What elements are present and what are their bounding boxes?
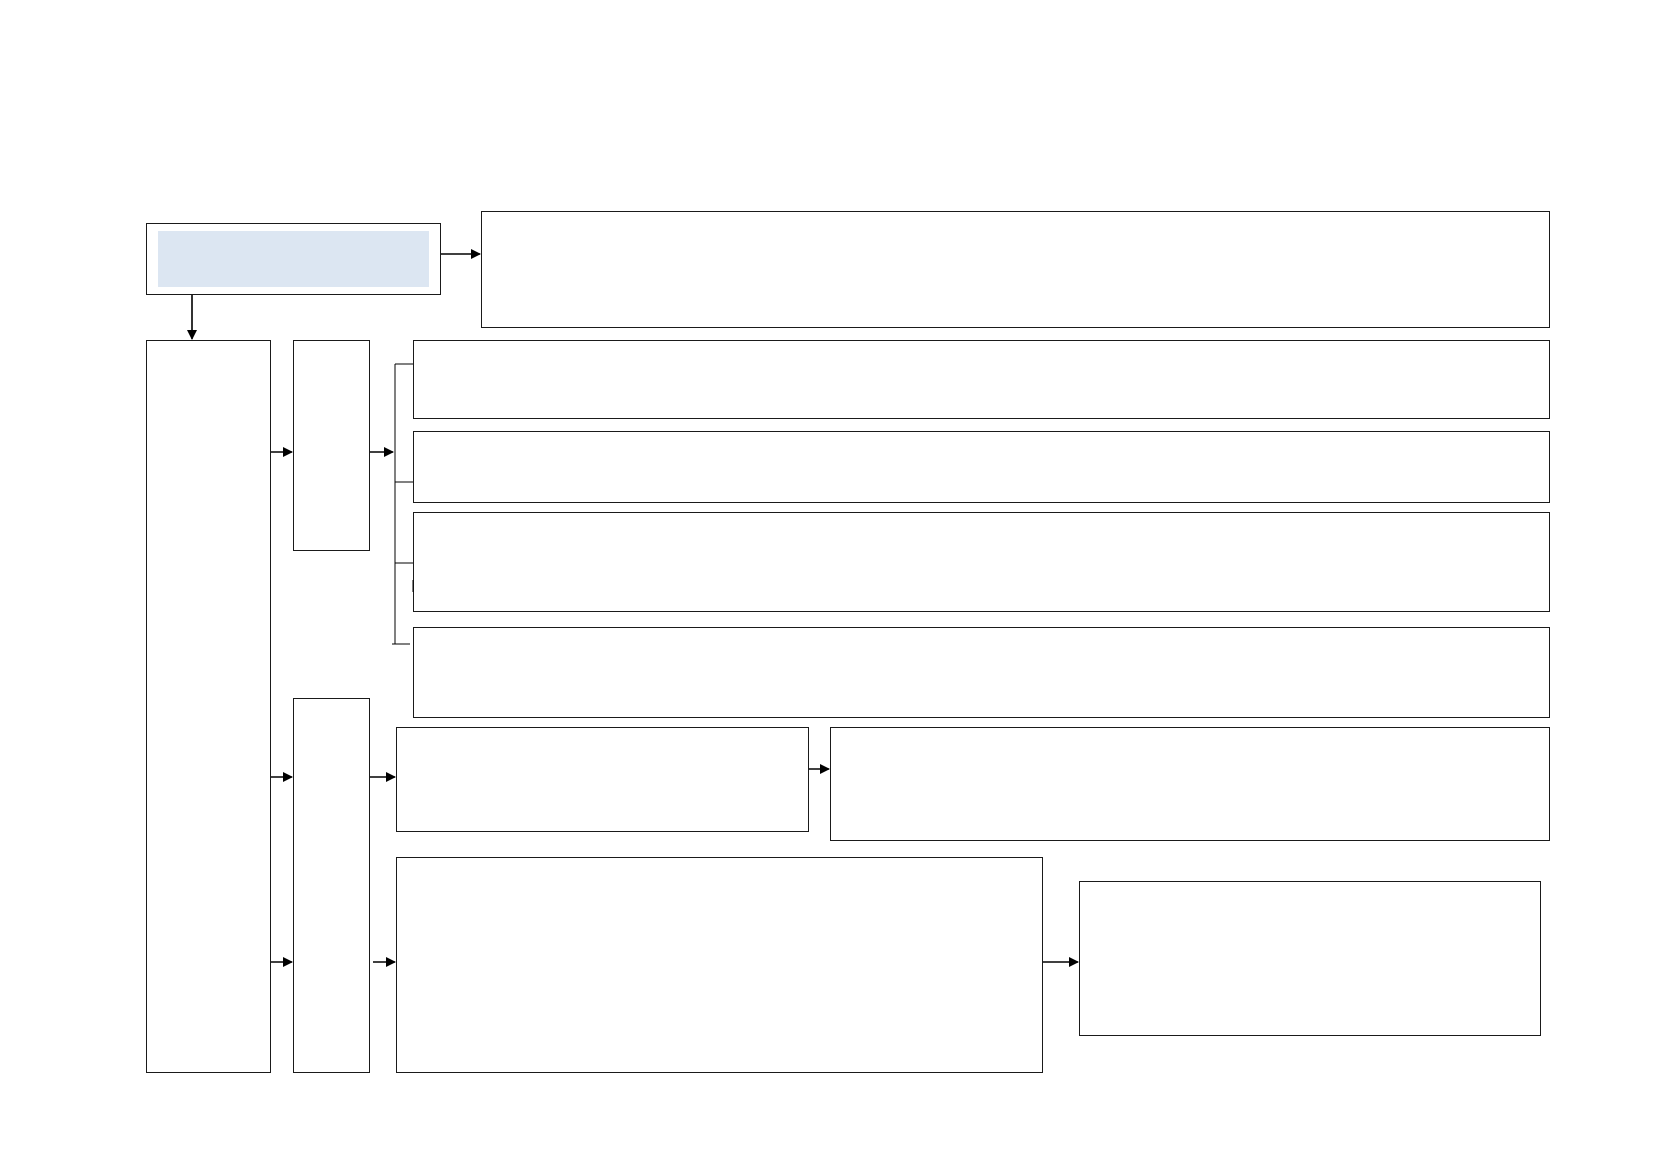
root-node xyxy=(146,223,441,295)
mid-right-box xyxy=(830,727,1550,841)
detail-box-2 xyxy=(413,431,1550,503)
detail-bracket xyxy=(392,363,414,645)
branch-upper-box xyxy=(293,340,370,551)
detail-box-1 xyxy=(413,340,1550,419)
root-node-fill xyxy=(158,231,429,287)
bottom-right-box xyxy=(1079,881,1541,1036)
bottom-left-box xyxy=(396,857,1043,1073)
root-description-box xyxy=(481,211,1550,328)
detail-box-3 xyxy=(413,512,1550,612)
detail-box-4 xyxy=(413,627,1550,718)
mid-left-box xyxy=(396,727,809,832)
branch-lower-box xyxy=(293,698,370,1073)
left-column-box xyxy=(146,340,271,1073)
